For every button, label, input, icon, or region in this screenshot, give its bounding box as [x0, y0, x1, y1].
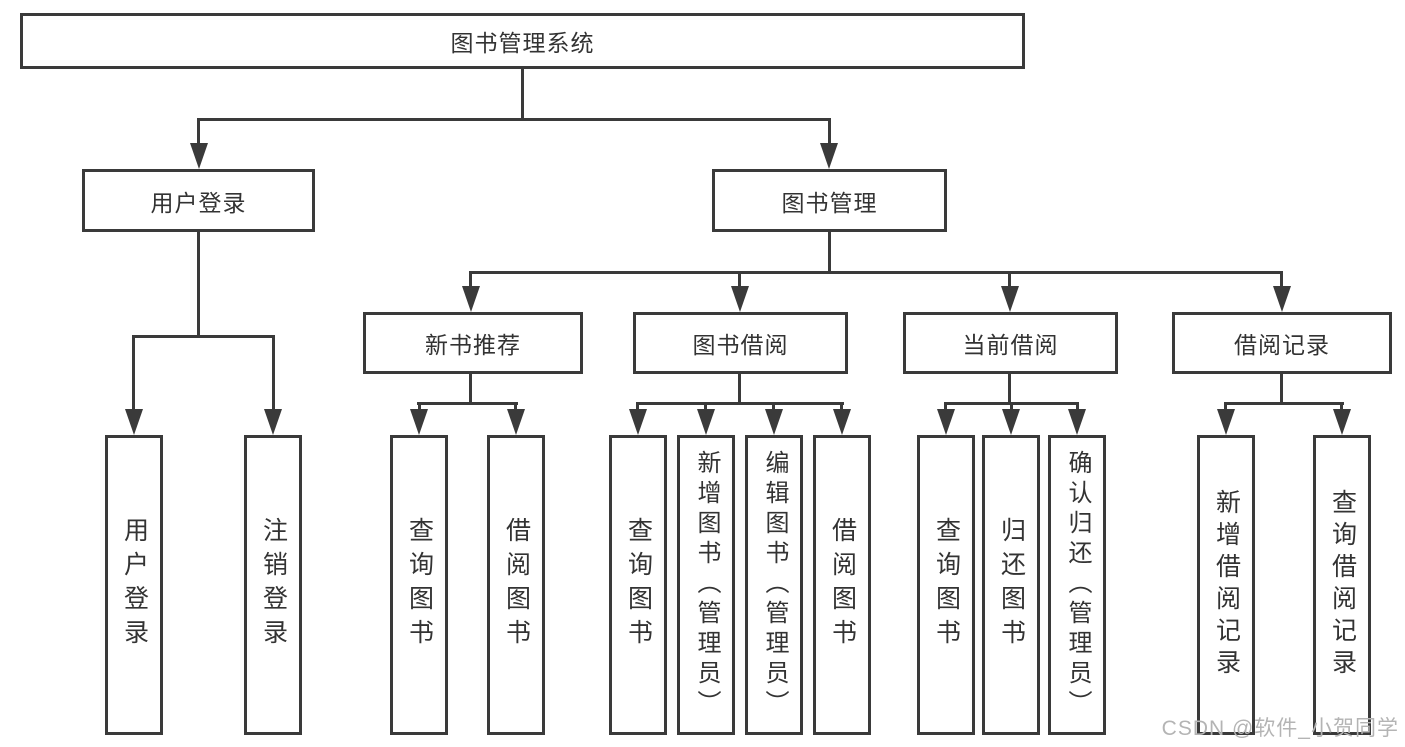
connector-line: [197, 232, 200, 337]
leaf-user-login-label: 用户登录: [120, 517, 149, 653]
arrow-down-icon: [937, 409, 955, 435]
arrow-down-icon: [833, 409, 851, 435]
node-root: 图书管理系统: [20, 13, 1025, 69]
node-root-label: 图书管理系统: [450, 30, 595, 56]
leaf-logout-login-label: 注销登录: [259, 517, 288, 653]
leaf-confirm-return-admin: 确认归还（管理员）: [1048, 435, 1106, 735]
node-borrow-records: 借阅记录: [1172, 312, 1392, 374]
leaf-query-borrow-record-label: 查询借阅记录: [1328, 489, 1357, 681]
arrow-down-icon: [1001, 286, 1019, 312]
arrow-down-icon: [820, 143, 838, 169]
leaf-query-book-borrow: 查询图书: [609, 435, 667, 735]
leaf-query-book-current-label: 查询图书: [932, 517, 961, 653]
arrow-down-icon: [507, 409, 525, 435]
leaf-add-borrow-record: 新增借阅记录: [1197, 435, 1255, 735]
connector-line: [1008, 271, 1011, 288]
leaf-edit-book-admin-label: 编辑图书（管理员）: [761, 450, 788, 720]
arrow-down-icon: [731, 286, 749, 312]
arrow-down-icon: [190, 143, 208, 169]
connector-line: [132, 335, 135, 413]
connector-line: [828, 232, 831, 273]
node-book-management: 图书管理: [712, 169, 947, 232]
leaf-return-book-label: 归还图书: [997, 517, 1026, 653]
node-book-borrow-label: 图书借阅: [692, 332, 789, 358]
connector-line: [469, 271, 1283, 274]
arrow-down-icon: [1217, 409, 1235, 435]
leaf-query-book-newbook: 查询图书: [390, 435, 448, 735]
arrow-down-icon: [1333, 409, 1351, 435]
connector-line: [469, 271, 472, 288]
arrow-down-icon: [1068, 409, 1086, 435]
connector-line: [1008, 374, 1011, 405]
leaf-user-login: 用户登录: [105, 435, 163, 735]
connector-line: [738, 271, 741, 288]
leaf-return-book: 归还图书: [982, 435, 1040, 735]
connector-line: [469, 374, 472, 405]
connector-line: [272, 335, 275, 413]
connector-line: [1076, 402, 1079, 412]
node-current-borrow: 当前借阅: [903, 312, 1118, 374]
arrow-down-icon: [462, 286, 480, 312]
node-new-book-recommend-label: 新书推荐: [425, 332, 521, 358]
connector-line: [840, 402, 843, 412]
leaf-query-book-newbook-label: 查询图书: [405, 517, 434, 653]
leaf-logout-login: 注销登录: [244, 435, 302, 735]
connector-line: [1010, 402, 1013, 412]
arrow-down-icon: [765, 409, 783, 435]
leaf-query-borrow-record: 查询借阅记录: [1313, 435, 1371, 735]
connector-line: [1224, 402, 1344, 405]
connector-line: [828, 118, 831, 146]
leaf-query-book-current: 查询图书: [917, 435, 975, 735]
node-borrow-records-label: 借阅记录: [1234, 332, 1330, 358]
leaf-borrow-book-newbook-label: 借阅图书: [502, 517, 531, 653]
leaf-edit-book-admin: 编辑图书（管理员）: [745, 435, 803, 735]
leaf-add-book-admin: 新增图书（管理员）: [677, 435, 735, 735]
arrow-down-icon: [1273, 286, 1291, 312]
connector-line: [197, 118, 831, 121]
connector-line: [636, 402, 639, 412]
leaf-query-book-borrow-label: 查询图书: [624, 517, 653, 653]
node-user-login-label: 用户登录: [150, 189, 247, 216]
leaf-add-book-admin-label: 新增图书（管理员）: [693, 450, 720, 720]
watermark: CSDN @软件_小贺同学: [1161, 717, 1399, 740]
arrow-down-icon: [697, 409, 715, 435]
arrow-down-icon: [125, 409, 143, 435]
node-user-login: 用户登录: [82, 169, 315, 232]
arrow-down-icon: [410, 409, 428, 435]
connector-line: [772, 402, 775, 412]
connector-line: [944, 402, 947, 412]
arrow-down-icon: [629, 409, 647, 435]
connector-line: [1280, 271, 1283, 288]
node-book-borrow: 图书借阅: [633, 312, 848, 374]
connector-line: [704, 402, 707, 412]
connector-line: [521, 68, 524, 120]
node-current-borrow-label: 当前借阅: [962, 332, 1059, 358]
arrow-down-icon: [264, 409, 282, 435]
connector-line: [417, 402, 518, 405]
leaf-add-borrow-record-label: 新增借阅记录: [1212, 489, 1241, 681]
node-book-management-label: 图书管理: [781, 189, 878, 216]
leaf-borrow-book-borrow-label: 借阅图书: [828, 517, 857, 653]
leaf-borrow-book-newbook: 借阅图书: [487, 435, 545, 735]
connector-line: [514, 402, 517, 412]
connector-line: [1280, 374, 1283, 405]
connector-line: [1340, 402, 1343, 412]
leaf-confirm-return-admin-label: 确认归还（管理员）: [1064, 450, 1091, 720]
arrow-down-icon: [1002, 409, 1020, 435]
connector-line: [132, 335, 275, 338]
connector-line: [1224, 402, 1227, 412]
node-new-book-recommend: 新书推荐: [363, 312, 583, 374]
connector-line: [197, 118, 200, 146]
leaf-borrow-book-borrow: 借阅图书: [813, 435, 871, 735]
connector-line: [738, 374, 741, 405]
connector-line: [636, 402, 844, 405]
connector-line: [418, 402, 421, 412]
